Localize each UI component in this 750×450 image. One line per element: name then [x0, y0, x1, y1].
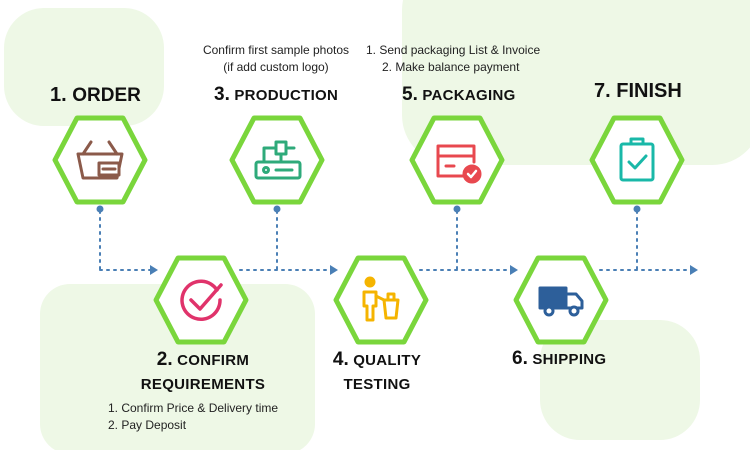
- background-blob-top-left: [4, 8, 164, 126]
- note-line: 1. Send packaging List & Invoice: [366, 43, 541, 57]
- step-packaging-title: 5. PACKAGING: [402, 84, 516, 106]
- step-order-title: 1. ORDER: [50, 84, 141, 107]
- step-label-line2: REQUIREMENTS: [140, 376, 266, 393]
- note-line: Confirm first sample photos: [202, 43, 350, 57]
- step-confirm-notes: 1. Confirm Price & Delivery time 2. Pay …: [108, 400, 278, 434]
- hexagon-production: [228, 114, 326, 206]
- step-production-notes: Confirm first sample photos (if add cust…: [186, 42, 366, 76]
- arrowhead-to-confirm: [150, 265, 158, 275]
- hexagon-finish: [588, 114, 686, 206]
- hexagon-confirm: [152, 254, 250, 346]
- inspection-icon: [362, 276, 400, 322]
- connector-dot-production: [273, 205, 281, 213]
- step-number: 4.: [332, 349, 349, 370]
- step-packaging-notes: 1. Send packaging List & Invoice 2. Make…: [366, 42, 540, 76]
- note-line: 1. Confirm Price & Delivery time: [108, 401, 279, 415]
- hexagon-order: [51, 114, 149, 206]
- connector-dot-order: [96, 205, 104, 213]
- factory-machine-icon: [254, 140, 302, 180]
- basket-icon: [76, 140, 124, 180]
- hexagon-shipping: [512, 254, 610, 346]
- step-production-title: 3. PRODUCTION: [214, 84, 338, 106]
- step-shipping-title: 6. SHIPPING: [512, 348, 606, 370]
- step-label: PRODUCTION: [234, 87, 339, 104]
- hexagon-packaging: [408, 114, 506, 206]
- step-number: 2.: [156, 349, 173, 370]
- step-label-line2: TESTING: [343, 376, 411, 393]
- note-line: 2. Pay Deposit: [108, 418, 187, 432]
- step-number: 3.: [214, 84, 230, 105]
- step-label: QUALITY: [353, 352, 422, 369]
- package-check-icon: [436, 144, 482, 184]
- step-number: 6.: [512, 348, 528, 369]
- clipboard-check-icon: [619, 137, 655, 182]
- connector-dot-packaging: [453, 205, 461, 213]
- step-label: FINISH: [616, 80, 682, 102]
- step-label: SHIPPING: [532, 351, 607, 368]
- step-label: ORDER: [72, 85, 141, 106]
- arrowhead-out: [690, 265, 698, 275]
- arrowhead-to-quality: [330, 265, 338, 275]
- step-label: PACKAGING: [422, 87, 516, 104]
- check-circle-icon: [180, 279, 223, 321]
- arrowhead-to-shipping: [510, 265, 518, 275]
- step-label: CONFIRM: [177, 352, 250, 369]
- step-finish-title: 7. FINISH: [594, 80, 682, 103]
- step-number: 5.: [402, 84, 418, 105]
- note-line: (if add custom logo): [223, 60, 329, 74]
- delivery-truck-icon: [538, 286, 584, 317]
- note-line: 2. Make balance payment: [382, 60, 520, 74]
- connector-dot-finish: [633, 205, 641, 213]
- step-number: 1.: [50, 84, 67, 106]
- step-number: 7.: [594, 80, 611, 102]
- step-confirm-title: 2. CONFIRM REQUIREMENTS: [128, 348, 278, 397]
- hexagon-quality: [332, 254, 430, 346]
- step-quality-title: 4. QUALITY TESTING: [322, 348, 432, 397]
